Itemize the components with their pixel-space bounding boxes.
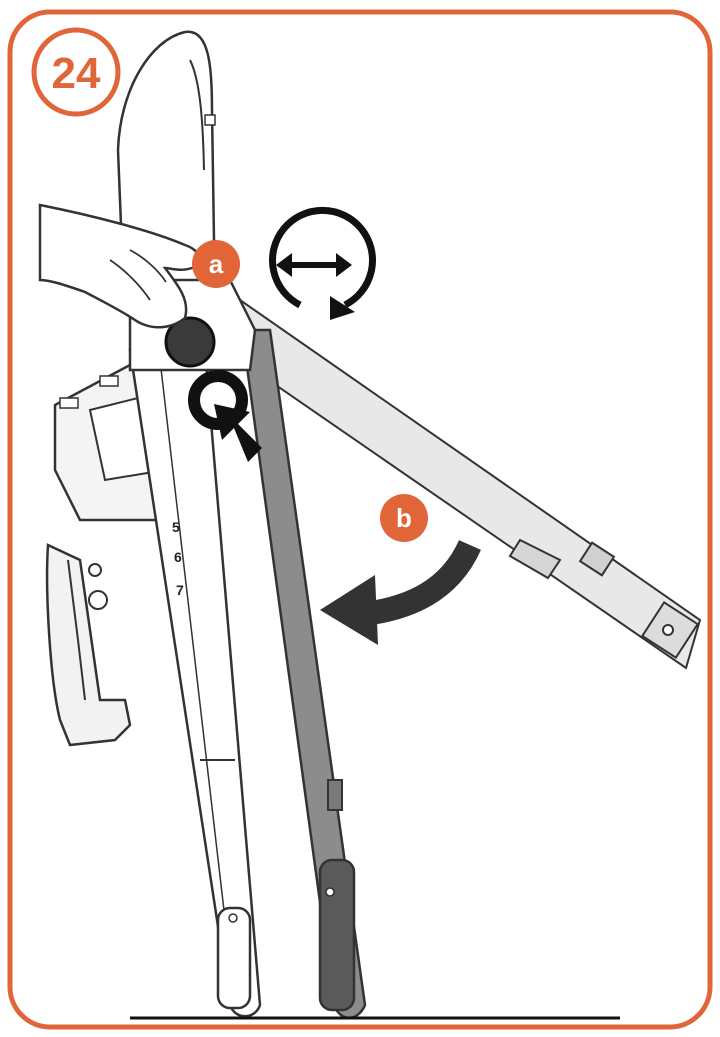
adjust-knob — [164, 316, 216, 368]
scale-mark-6: 6 — [174, 549, 182, 565]
front-leg: 5 6 7 — [128, 348, 262, 1018]
scale-mark-7: 7 — [176, 582, 184, 598]
curved-arrow-icon — [320, 539, 481, 645]
label-a: a — [209, 249, 224, 279]
step-number: 24 — [52, 49, 101, 98]
seat-backrest — [116, 30, 216, 264]
scale-mark-5: 5 — [172, 519, 180, 535]
step-badge: 24 — [31, 27, 121, 117]
rear-leg — [223, 298, 702, 670]
release-button — [188, 370, 262, 462]
label-a-badge: a — [192, 240, 240, 288]
hand — [38, 203, 201, 329]
press-arrow-icon — [214, 404, 262, 462]
rotate-arrows-icon — [269, 206, 376, 320]
label-b: b — [396, 503, 412, 533]
label-b-badge: b — [380, 494, 428, 542]
